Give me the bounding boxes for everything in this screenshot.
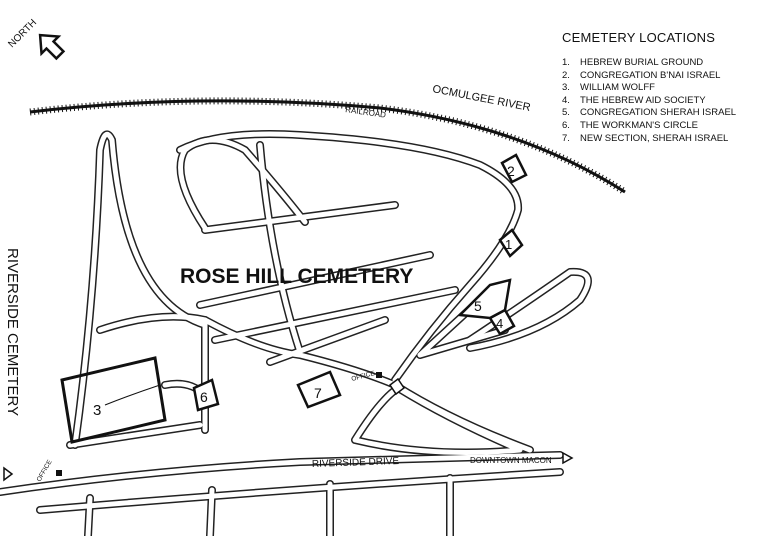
legend-item: 5. CONGREGATION SHERAH ISRAEL — [562, 107, 736, 120]
rose-hill-cemetery-label: ROSE HILL CEMETERY — [180, 265, 413, 288]
legend-label: HEBREW BURIAL GROUND — [580, 57, 704, 68]
section-5[interactable]: 5 — [457, 278, 512, 320]
legend-item: 6. THE WORKMAN'S CIRCLE — [562, 120, 736, 133]
section-6[interactable]: 6 — [192, 378, 220, 412]
north-label: NORTH — [6, 17, 39, 50]
legend: CEMETERY LOCATIONS 1. HEBREW BURIAL GROUN… — [562, 30, 736, 145]
section-2[interactable]: 2 — [500, 153, 528, 184]
svg-text:2: 2 — [507, 163, 515, 179]
river-label: OCMULGEE RIVER — [431, 83, 531, 114]
legend-label: CONGREGATION B'NAI ISRAEL — [580, 69, 721, 81]
section-1[interactable]: 1 — [498, 228, 524, 258]
office-label-riverside: OFFICE — [36, 458, 54, 483]
legend-item: 2. CONGREGATION B'NAI ISRAEL — [562, 70, 736, 83]
downtown-macon-label: DOWNTOWN MACON — [470, 456, 552, 465]
riverside-cemetery-label: RIVERSIDE CEMETERY — [4, 248, 21, 416]
section-7[interactable]: 7 — [296, 370, 342, 409]
svg-text:6: 6 — [200, 389, 208, 405]
legend-label: NEW SECTION, SHERAH ISRAEL — [580, 132, 729, 144]
legend-item: 4. THE HEBREW AID SOCIETY — [562, 95, 736, 108]
legend-num: 1. — [562, 57, 570, 68]
legend-num: 4. — [562, 94, 570, 106]
legend-label: THE WORKMAN'S CIRCLE — [580, 119, 698, 131]
legend-item: 1. HEBREW BURIAL GROUND — [562, 57, 736, 70]
svg-text:3: 3 — [93, 402, 101, 419]
legend-num: 5. — [562, 107, 570, 119]
legend-num: 3. — [562, 82, 570, 94]
svg-text:7: 7 — [314, 385, 322, 401]
north-arrow-icon — [38, 33, 66, 61]
legend-num: 7. — [562, 132, 570, 144]
railroad-line — [29, 97, 627, 195]
entrance-arrow-icon — [3, 466, 14, 482]
legend-label: WILLIAM WOLFF — [580, 82, 655, 94]
legend-item: 7. NEW SECTION, SHERAH ISRAEL — [562, 133, 736, 146]
svg-text:5: 5 — [474, 298, 482, 314]
office-icon-riverside — [56, 470, 62, 476]
legend-item: 3. WILLIAM WOLFF — [562, 82, 736, 95]
legend-num: 6. — [562, 119, 570, 131]
legend-label: CONGREGATION SHERAH ISRAEL — [580, 107, 737, 119]
gate-icon — [388, 377, 406, 396]
downtown-arrow-icon — [562, 451, 574, 465]
legend-title: CEMETERY LOCATIONS — [562, 30, 716, 45]
svg-text:1: 1 — [505, 237, 512, 252]
office-icon — [376, 372, 382, 378]
svg-text:4: 4 — [496, 316, 503, 331]
roads — [0, 130, 592, 536]
riverside-drive-label: RIVERSIDE DRIVE — [312, 456, 400, 470]
legend-label: THE HEBREW AID SOCIETY — [580, 94, 706, 106]
legend-list: 1. HEBREW BURIAL GROUND 2. CONGREGATION B'… — [562, 57, 736, 145]
legend-num: 2. — [562, 69, 570, 81]
section-3[interactable]: 3 — [60, 356, 167, 444]
